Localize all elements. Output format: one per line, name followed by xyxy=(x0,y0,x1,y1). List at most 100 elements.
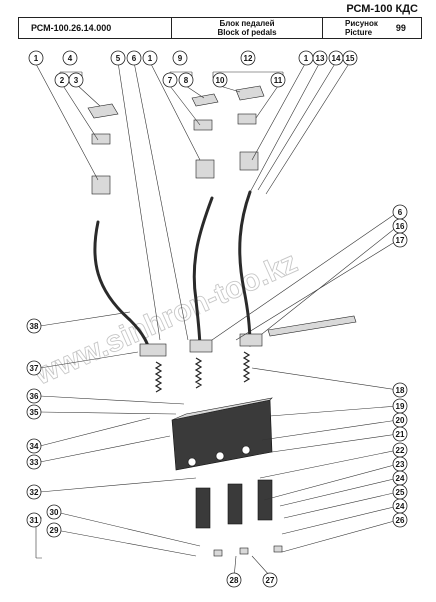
picture-label-ru: Рисунок xyxy=(345,19,378,28)
pedal-pads xyxy=(87,85,265,195)
title-block: РСМ-100.26.14.000 Блок педалей Block of … xyxy=(18,17,422,39)
svg-text:22: 22 xyxy=(396,446,405,455)
title-en: Block of pedals xyxy=(217,28,277,37)
svg-text:1: 1 xyxy=(34,54,39,63)
shaft xyxy=(139,315,357,357)
drawing-title: Блок педалей Block of pedals xyxy=(172,18,323,38)
svg-text:28: 28 xyxy=(230,576,239,585)
callout-27: 27 xyxy=(262,572,278,588)
svg-text:13: 13 xyxy=(316,54,325,63)
callout-28: 28 xyxy=(226,572,242,588)
callout-31: 31 xyxy=(26,512,42,528)
svg-text:3: 3 xyxy=(74,76,79,85)
svg-text:8: 8 xyxy=(184,76,189,85)
svg-text:21: 21 xyxy=(396,430,405,439)
springs xyxy=(154,351,251,393)
svg-text:38: 38 xyxy=(30,322,39,331)
callout-36: 36 xyxy=(26,388,42,404)
callout-1c: 1 xyxy=(298,50,314,66)
callout-19: 19 xyxy=(392,398,408,414)
callout-24a: 24 xyxy=(392,470,408,486)
svg-text:4: 4 xyxy=(68,54,73,63)
callout-3: 3 xyxy=(68,72,84,88)
svg-text:17: 17 xyxy=(396,236,405,245)
svg-text:10: 10 xyxy=(216,76,225,85)
callout-34: 34 xyxy=(26,438,42,454)
picture-label-en: Picture xyxy=(345,28,373,37)
callout-7: 7 xyxy=(162,72,178,88)
callout-4: 4 xyxy=(62,50,78,66)
callout-33: 33 xyxy=(26,454,42,470)
svg-text:25: 25 xyxy=(396,488,405,497)
callout-2: 2 xyxy=(54,72,70,88)
svg-text:32: 32 xyxy=(30,488,39,497)
svg-text:6: 6 xyxy=(132,54,137,63)
svg-text:30: 30 xyxy=(50,508,59,517)
callout-21: 21 xyxy=(392,426,408,442)
callout-26: 26 xyxy=(392,512,408,528)
callout-18: 18 xyxy=(392,382,408,398)
svg-text:6: 6 xyxy=(398,208,403,217)
svg-text:9: 9 xyxy=(178,54,183,63)
title-ru: Блок педалей xyxy=(219,19,275,28)
svg-text:29: 29 xyxy=(50,526,59,535)
svg-text:20: 20 xyxy=(396,416,405,425)
watermark-text: www.sinhron-too.kz xyxy=(29,246,303,392)
svg-text:26: 26 xyxy=(396,516,405,525)
svg-text:5: 5 xyxy=(116,54,121,63)
svg-text:11: 11 xyxy=(274,76,283,85)
callout-5: 5 xyxy=(110,50,126,66)
svg-text:33: 33 xyxy=(30,458,39,467)
callout-labels: 1 4 2 3 5 6 1 9 7 8 12 10 11 1 13 14 15 … xyxy=(26,50,408,588)
callout-14: 14 xyxy=(328,50,344,66)
svg-text:15: 15 xyxy=(346,54,355,63)
svg-text:14: 14 xyxy=(332,54,341,63)
svg-text:36: 36 xyxy=(30,392,39,401)
svg-text:37: 37 xyxy=(30,364,39,373)
callout-6a: 6 xyxy=(126,50,142,66)
callout-35: 35 xyxy=(26,404,42,420)
svg-text:12: 12 xyxy=(244,54,253,63)
brand-label: РСМ-100 КДС xyxy=(346,3,418,15)
pedal-levers xyxy=(93,190,252,354)
callout-6b: 6 xyxy=(392,204,408,220)
picture-info: Рисунок Picture 99 xyxy=(323,18,421,38)
svg-text:7: 7 xyxy=(168,76,173,85)
svg-text:31: 31 xyxy=(30,516,39,525)
callout-23: 23 xyxy=(392,456,408,472)
callout-37: 37 xyxy=(26,360,42,376)
callout-38: 38 xyxy=(26,318,42,334)
callout-24b: 24 xyxy=(392,498,408,514)
callout-15: 15 xyxy=(342,50,358,66)
callout-13: 13 xyxy=(312,50,328,66)
callout-22: 22 xyxy=(392,442,408,458)
callout-12: 12 xyxy=(240,50,256,66)
callout-10: 10 xyxy=(212,72,228,88)
callout-8: 8 xyxy=(178,72,194,88)
callout-25: 25 xyxy=(392,484,408,500)
leader-lines xyxy=(35,61,399,579)
svg-text:16: 16 xyxy=(396,222,405,231)
svg-text:1: 1 xyxy=(148,54,153,63)
svg-text:19: 19 xyxy=(396,402,405,411)
svg-text:18: 18 xyxy=(396,386,405,395)
callout-20: 20 xyxy=(392,412,408,428)
svg-text:2: 2 xyxy=(60,76,65,85)
picture-number: 99 xyxy=(395,23,406,33)
callout-17: 17 xyxy=(392,232,408,248)
svg-text:34: 34 xyxy=(30,442,39,451)
svg-text:23: 23 xyxy=(396,460,405,469)
svg-text:27: 27 xyxy=(266,576,275,585)
svg-text:24: 24 xyxy=(396,474,405,483)
svg-text:1: 1 xyxy=(304,54,309,63)
valves xyxy=(195,479,283,557)
svg-text:35: 35 xyxy=(30,408,39,417)
drawing-code: РСМ-100.26.14.000 xyxy=(19,18,172,38)
callout-29: 29 xyxy=(46,522,62,538)
callout-32: 32 xyxy=(26,484,42,500)
callout-30: 30 xyxy=(46,504,62,520)
callout-1a: 1 xyxy=(28,50,44,66)
callout-11: 11 xyxy=(270,72,286,88)
callout-16: 16 xyxy=(392,218,408,234)
